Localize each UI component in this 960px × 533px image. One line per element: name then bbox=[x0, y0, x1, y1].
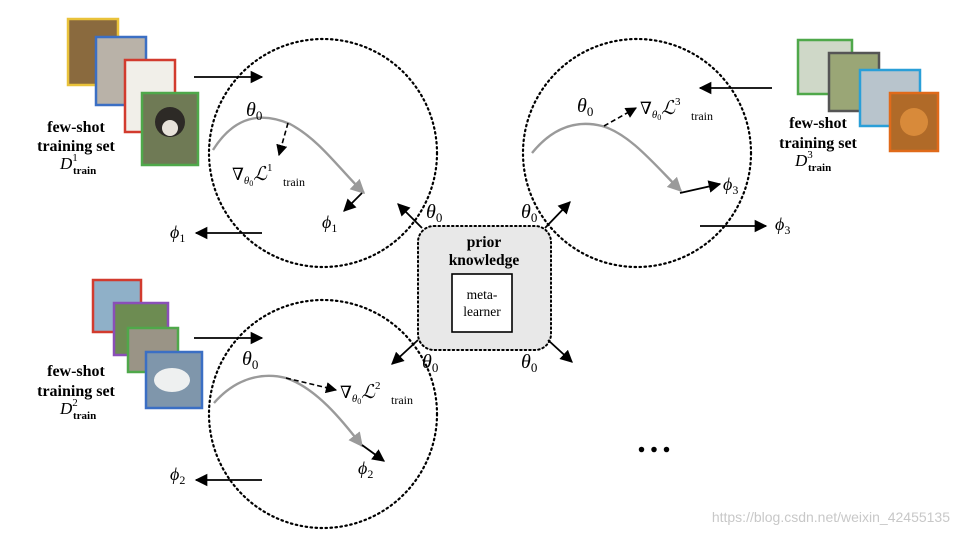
meta-learner-box bbox=[451, 273, 513, 333]
task2-set-line1: few-shot bbox=[47, 363, 105, 380]
task1-update-arrow bbox=[343, 192, 363, 212]
task1-theta: θ0 bbox=[246, 99, 262, 123]
task2-circle bbox=[207, 298, 439, 530]
task1-phi-output: ϕ1 bbox=[170, 222, 185, 245]
task3-gradient-label: ∇θ0ℒ3train bbox=[640, 96, 713, 123]
hub-theta-task2: θ0 bbox=[422, 351, 438, 375]
task1-image-stack bbox=[66, 17, 200, 167]
task1-gradient-arrow bbox=[276, 122, 289, 157]
task3-circle bbox=[521, 37, 753, 269]
ellipsis: ... bbox=[637, 423, 675, 460]
task1-gradient-label: ∇θ0ℒ1train bbox=[232, 162, 305, 189]
task2-set-line2: training set bbox=[37, 383, 115, 400]
task3-theta: θ0 bbox=[577, 95, 593, 119]
task3-phi-inside: ϕ3 bbox=[723, 174, 738, 197]
task2-phi-inside: ϕ2 bbox=[358, 458, 373, 481]
task2-gradient-arrow bbox=[285, 377, 338, 394]
meta-learner-line1: meta- bbox=[467, 287, 498, 302]
hub-theta-task-n: θ0 bbox=[521, 351, 537, 375]
task3-image-stack bbox=[796, 38, 940, 153]
task2-update-arrow bbox=[361, 444, 386, 462]
hub-arrow-to-task3 bbox=[544, 201, 571, 229]
task1-circle bbox=[207, 37, 439, 269]
task2-theta: θ0 bbox=[242, 348, 258, 372]
svg-text:θ0: θ0 bbox=[521, 201, 537, 225]
task1-set-line2: training set bbox=[37, 138, 115, 155]
task1-loss-curve bbox=[211, 116, 366, 194]
task1-set-line1: few-shot bbox=[47, 119, 105, 136]
hub-title-line1: prior bbox=[467, 234, 502, 251]
task2-phi-output: ϕ2 bbox=[170, 464, 185, 487]
hub-arrow-to-task1 bbox=[397, 203, 423, 229]
watermark: https://blog.csdn.net/weixin_42455135 bbox=[712, 509, 950, 525]
task3-set-line2: training set bbox=[779, 135, 857, 152]
task1-phi-inside: ϕ1 bbox=[322, 212, 337, 235]
hub-theta-task1: θ0 bbox=[426, 201, 442, 225]
task2-gradient-label: ∇θ0ℒ2train bbox=[340, 380, 413, 407]
task3-loss-curve bbox=[531, 122, 683, 193]
hub-arrow-to-task-n bbox=[547, 339, 573, 363]
hub-title-line2: knowledge bbox=[449, 252, 520, 269]
task2-image-stack bbox=[91, 278, 204, 410]
task3-phi-output: ϕ3 bbox=[775, 214, 790, 237]
svg-text:θ0: θ0 bbox=[422, 351, 438, 375]
svg-text:θ0: θ0 bbox=[521, 351, 537, 375]
task3-set-line1: few-shot bbox=[789, 115, 847, 132]
hub-theta-task3: θ0 bbox=[521, 201, 537, 225]
task3-gradient-arrow bbox=[603, 107, 637, 127]
task3-update-arrow bbox=[679, 180, 722, 194]
svg-text:θ0: θ0 bbox=[426, 201, 442, 225]
hub-arrow-to-task2 bbox=[391, 339, 419, 365]
meta-learner-line2: learner bbox=[463, 304, 501, 319]
